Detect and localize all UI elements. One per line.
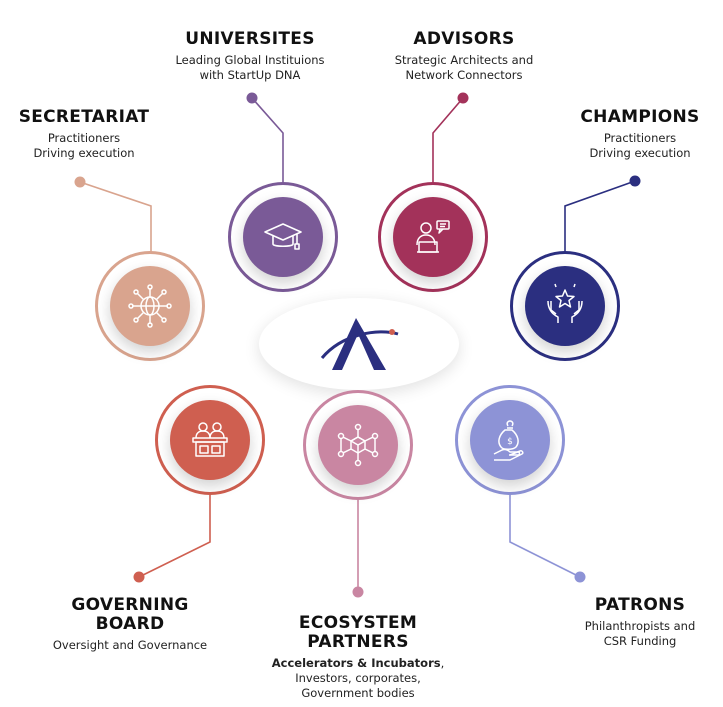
connector-governing [138, 493, 211, 578]
advisor-presenter-icon [416, 220, 450, 253]
hands-star-icon [547, 283, 583, 323]
ecosystem-label: ECOSYSTEM PARTNERS Accelerators & Incuba… [248, 614, 468, 701]
dot-patrons [574, 571, 586, 583]
universites-title: UNIVERSITES [185, 29, 315, 49]
board-table-icon [192, 422, 228, 457]
patrons-sub-line2: CSR Funding [603, 634, 677, 648]
connector-champions [564, 180, 636, 253]
dot-ecosystem [352, 586, 364, 598]
universites-sub-line1: Leading Global Instituions [175, 53, 325, 67]
governing-node [155, 385, 265, 495]
dot-universites [246, 92, 258, 104]
advisors-label: ADVISORS Strategic Architects and Networ… [374, 30, 554, 83]
ecosystem-sub-bold: Accelerators & Incubators [271, 656, 441, 670]
patrons-sub-line1: Philanthropists and [584, 619, 696, 633]
secretariat-node [95, 251, 205, 361]
champions-title: CHAMPIONS [580, 107, 700, 127]
ecosystem-node [303, 390, 413, 500]
money-bag-hand-icon: $ [493, 420, 524, 461]
secretariat-title: SECRETARIAT [18, 107, 150, 127]
advisors-sub-line1: Strategic Architects and [394, 53, 534, 67]
network-globe-icon [128, 284, 172, 328]
secretariat-label: SECRETARIAT Practitioners Driving execut… [6, 108, 162, 161]
patrons-label: PATRONS Philanthropists and CSR Funding [560, 596, 720, 649]
connector-advisors [432, 97, 464, 187]
dot-advisors [457, 92, 469, 104]
advisors-node [378, 182, 488, 292]
patrons-node: $ [455, 385, 565, 495]
graduation-cap-icon [264, 223, 302, 250]
ecosystem-sub-line2: Investors, corporates, [295, 671, 421, 685]
connector-patrons [509, 493, 581, 578]
universites-node [228, 182, 338, 292]
logo-icon [320, 318, 399, 370]
universites-sub-line2: with StartUp DNA [199, 68, 301, 82]
ecosystem-title-line2: PARTNERS [307, 632, 409, 652]
governing-title-line1: GOVERNING [71, 595, 189, 615]
dot-champions [629, 175, 641, 187]
ecosystem-title-line1: ECOSYSTEM [298, 613, 418, 633]
connector-universites [251, 97, 284, 187]
champions-label: CHAMPIONS Practitioners Driving executio… [560, 108, 720, 161]
champions-node [510, 251, 620, 361]
dot-governing [133, 571, 145, 583]
champions-sub-line2: Driving execution [589, 146, 691, 160]
advisors-sub-line2: Network Connectors [405, 68, 523, 82]
governing-label: GOVERNING BOARD Oversight and Governance [30, 596, 230, 653]
patrons-title: PATRONS [594, 595, 686, 615]
svg-text:$: $ [507, 437, 513, 447]
advisors-title: ADVISORS [413, 29, 515, 49]
governing-sub: Oversight and Governance [52, 638, 208, 652]
connector-secretariat [79, 181, 152, 253]
secretariat-sub-line2: Driving execution [33, 146, 135, 160]
center-logo [259, 298, 459, 390]
ecosystem-sub-line3: Government bodies [301, 686, 415, 700]
ecosystem-sub-comma: , [440, 656, 445, 670]
universites-label: UNIVERSITES Leading Global Instituions w… [160, 30, 340, 83]
network-hub-icon [337, 423, 379, 467]
secretariat-sub-line1: Practitioners [47, 131, 121, 145]
dot-secretariat [74, 176, 86, 188]
governing-title-line2: BOARD [95, 614, 165, 634]
champions-sub-line1: Practitioners [603, 131, 677, 145]
